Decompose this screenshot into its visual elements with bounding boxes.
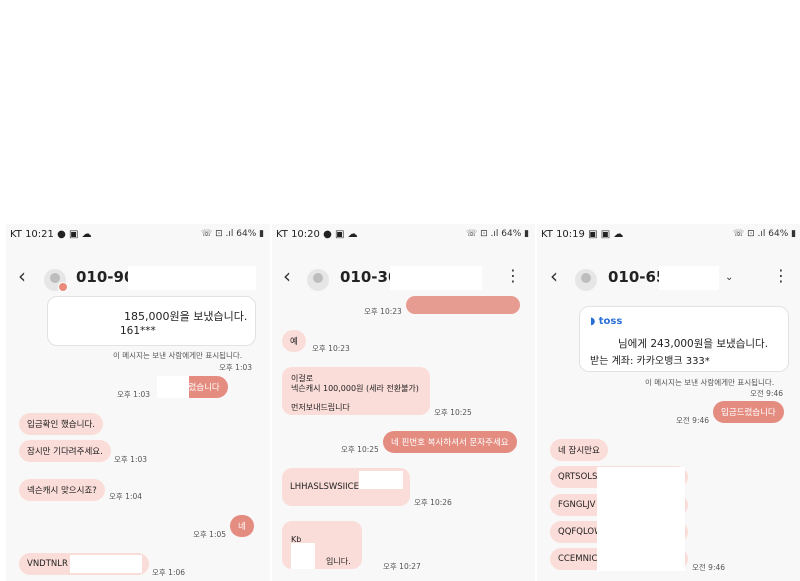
back-arrow-icon[interactable]: ‹ <box>18 264 26 288</box>
more-icon[interactable]: ⋮ <box>773 266 789 285</box>
toss-label: toss <box>598 316 623 327</box>
status-time: KT 10:21 <box>10 229 54 240</box>
outgoing-bubble[interactable]: 네 핀번호 복사하셔서 문자주세요 <box>383 431 517 453</box>
redaction <box>70 555 142 573</box>
status-time: KT 10:20 <box>276 229 320 240</box>
redaction <box>659 266 719 290</box>
message-time: 오후 1:03 <box>219 363 253 372</box>
status-right: ☏ ⊡ .ıl 64% ▮ <box>201 229 265 239</box>
contact-number[interactable]: 010-30 <box>340 268 399 286</box>
transfer-card[interactable]: 185,000원을 보냈습니다. 161*** <box>47 296 256 346</box>
contact-number[interactable]: 010-65 <box>608 268 667 286</box>
redaction <box>128 266 256 290</box>
avatar-icon[interactable] <box>575 269 597 291</box>
card-amount: 님에게 243,000원을 보냈습니다. <box>618 338 769 350</box>
message-time: 오후 10:26 <box>414 498 452 507</box>
avatar-icon[interactable] <box>44 269 68 292</box>
redaction <box>359 471 403 489</box>
message-time: 오후 1:05 <box>193 530 227 539</box>
message-time: 오전 9:46 <box>692 563 726 572</box>
message-line: 먼저보내드립니다 <box>291 403 350 412</box>
redaction <box>735 351 781 367</box>
redaction <box>597 467 685 571</box>
back-arrow-icon[interactable]: ‹ <box>550 264 558 288</box>
incoming-bubble[interactable]: 예 <box>282 330 306 352</box>
incoming-bubble-multiline[interactable]: 이걸로 넥슨캐시 100,000원 (세라 전환불가) 먼저보내드립니다 <box>282 367 430 415</box>
status-icons: ▣ ▣ ☁ <box>588 229 624 240</box>
message-time: 오후 10:25 <box>434 408 472 417</box>
outgoing-bubble[interactable]: 네 <box>230 515 254 537</box>
redaction <box>291 543 315 569</box>
redaction <box>594 333 618 349</box>
status-bar: KT 10:21 ● ▣ ☁ <box>10 229 92 240</box>
chat-panel-1: KT 10:21 ● ▣ ☁ ☏ ⊡ .ıl 64% ▮ ‹ 010-90 18… <box>6 224 270 581</box>
redaction <box>390 266 482 290</box>
incoming-bubble[interactable]: 잠시만 기다려주세요. <box>19 440 111 462</box>
message-line: 넥슨캐시 100,000원 (세라 전환불가) <box>291 384 419 393</box>
message-time: 오후 1:06 <box>152 568 186 577</box>
outgoing-bubble[interactable]: 입금드렸습니다 <box>713 401 784 423</box>
status-bar: KT 10:19 ▣ ▣ ☁ <box>541 229 623 240</box>
back-arrow-icon[interactable]: ‹ <box>283 264 291 288</box>
message-line: Kb <box>291 535 302 544</box>
chat-panel-3: KT 10:19 ▣ ▣ ☁ ☏ ⊡ .ıl 64% ▮ ‹ 010-65 ⌄ … <box>537 224 800 581</box>
card-amount: 185,000원을 보냈습니다. <box>124 310 248 323</box>
contact-number[interactable]: 010-90 <box>76 268 135 286</box>
incoming-bubble[interactable]: 네 잠시만요 <box>550 439 608 461</box>
incoming-bubble[interactable]: 입금확인 했습니다. <box>19 413 103 435</box>
avatar-icon[interactable] <box>307 269 329 291</box>
card-account: 받는 계좌: 카카오뱅크 333* <box>590 356 710 367</box>
outgoing-bubble-partial[interactable] <box>406 296 520 314</box>
transfer-card[interactable]: ◗ toss 님에게 243,000원을 보냈습니다. 받는 계좌: 카카오뱅크… <box>579 306 789 372</box>
notice-text: 이 메시지는 보낸 사람에게만 표시됩니다. <box>645 378 775 387</box>
message-time: 오후 1:03 <box>117 390 151 399</box>
message-time: 오후 10:23 <box>312 344 350 353</box>
status-right: ☏ ⊡ .ıl 64% ▮ <box>733 229 797 239</box>
status-bar: KT 10:20 ● ▣ ☁ <box>276 229 358 240</box>
status-icons: ● ▣ ☁ <box>323 229 358 240</box>
status-time: KT 10:19 <box>541 229 585 240</box>
message-time: 오후 1:03 <box>114 455 148 464</box>
message-time: 오전 9:46 <box>676 416 710 425</box>
notice-text: 이 메시지는 보낸 사람에게만 표시됩니다. <box>113 351 243 360</box>
message-time: 오후 10:25 <box>341 445 379 454</box>
message-line: 이걸로 <box>291 374 314 383</box>
toss-logo-icon: ◗ toss <box>590 316 623 327</box>
redaction <box>157 376 189 398</box>
chevron-down-icon[interactable]: ⌄ <box>725 272 734 283</box>
more-icon[interactable]: ⋮ <box>505 266 521 285</box>
message-line: 입니다. <box>326 557 351 566</box>
message-time: 오전 9:46 <box>750 389 784 398</box>
message-time: 오후 10:27 <box>383 562 421 571</box>
status-right: ☏ ⊡ .ıl 64% ▮ <box>466 229 530 239</box>
message-time: 오후 1:04 <box>109 492 143 501</box>
chat-panel-2: KT 10:20 ● ▣ ☁ ☏ ⊡ .ıl 64% ▮ ‹ 010-30 ⋮ … <box>272 224 535 581</box>
incoming-bubble[interactable]: 넥슨캐시 맞으시죠? <box>19 479 105 501</box>
status-icons: ● ▣ ☁ <box>57 229 92 240</box>
card-account: 161*** <box>120 325 156 337</box>
message-time: 오후 10:23 <box>364 307 402 316</box>
